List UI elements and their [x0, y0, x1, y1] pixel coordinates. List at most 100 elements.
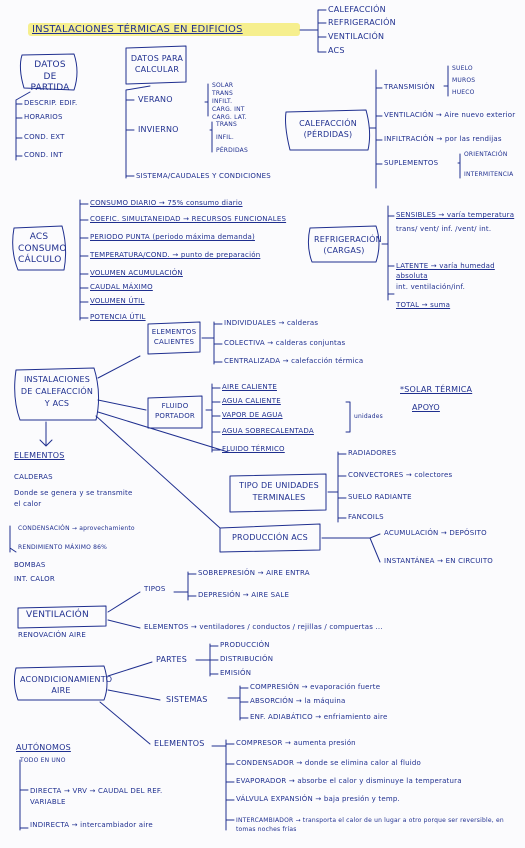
sistemas-label: SISTEMAS [166, 695, 208, 704]
acondicionamiento-label: ACONDICIONAMIENTO AIRE [20, 675, 113, 696]
sistemas-item: COMPRESIÓN → evaporación fuerte [250, 683, 381, 691]
datos-partida-item: COND. EXT [24, 133, 65, 141]
ventilacion-perdida: VENTILACIÓN → Aire nuevo exterior [384, 111, 516, 119]
unidades-item: FANCOILS [348, 513, 384, 521]
elementos-item: RENDIMIENTO MÁXIMO 86% [18, 544, 108, 551]
datos-partida-label: DATOS DE PARTIDA [30, 60, 70, 94]
elementos-calientes-item: CENTRALIZADA → calefacción térmica [224, 357, 364, 365]
ventilacion-tipos: TIPOS [144, 585, 166, 593]
partes-item: DISTRIBUCIÓN [220, 655, 274, 663]
tipo-unidades-label: TIPO DE UNIDADES TERMINALES [239, 481, 319, 502]
title-branch-refrigeracion: REFRIGERACIÓN [328, 18, 396, 27]
fluido-item: FLUIDO TÉRMICO [222, 445, 285, 453]
instalaciones-label: INSTALACIONES DE CALEFACCIÓN Y ACS [20, 375, 94, 408]
refrigeracion-label: REFRIGERACIÓN (CARGAS) [314, 235, 382, 256]
sensibles-label: SENSIBLES → varía temperatura [396, 211, 515, 219]
acond-elementos-item: EVAPORADOR → absorbe el calor y disminuy… [236, 777, 462, 785]
acond-elementos-label: ELEMENTOS [154, 739, 205, 748]
datos-partida-item: COND. INT [24, 151, 63, 159]
acs-item: COEFIC. SIMULTANEIDAD → RECURSOS FUNCION… [90, 215, 287, 223]
solar-termica-label: *SOLAR TÉRMICA [400, 385, 473, 394]
verano-item: INFILT. [212, 98, 233, 105]
ventilacion-tipo-item: SOBREPRESIÓN → AIRE ENTRA [198, 569, 310, 577]
acs-item: VOLUMEN ÚTIL [90, 297, 145, 305]
title-branch-ventilacion: VENTILACIÓN [328, 32, 385, 41]
ventilacion-sub: RENOVACIÓN AIRE [18, 631, 86, 639]
acond-elementos-item: VÁLVULA EXPANSIÓN → baja presión y temp. [236, 795, 400, 803]
elementos-calientes-item: COLECTIVA → calderas conjuntas [224, 339, 346, 347]
sensibles-sub: trans/ vent/ inf. /vent/ int. [396, 225, 492, 233]
acs-item: CONSUMO DIARIO → 75% consumo diario [90, 199, 243, 207]
unidades-item: CONVECTORES → colectores [348, 471, 453, 479]
acs-label: ACS CONSUMO CÁLCULO [18, 232, 67, 266]
acs-item: VOLUMEN ACUMULACIÓN [90, 269, 183, 277]
ventilacion-label: VENTILACIÓN [26, 610, 89, 620]
invierno-item: TRANS [216, 121, 237, 128]
infiltracion-perdida: INFILTRACIÓN → por las rendijas [384, 135, 502, 143]
elementos-calientes-item: INDIVIDUALES → calderas [224, 319, 319, 327]
autonomos-sub: TODO EN UNO [20, 757, 66, 764]
fluido-item: AGUA SOBRECALENTADA [222, 427, 314, 435]
acond-elementos-item: COMPRESOR → aumenta presión [236, 739, 356, 747]
datos-partida-item: DESCRIP. EDIF. [24, 99, 78, 107]
autonomos-indirecta: INDIRECTA → intercambiador aire [30, 821, 153, 829]
produccion-acs-label: PRODUCCIÓN ACS [232, 533, 308, 542]
unidades-item: RADIADORES [348, 449, 397, 457]
autonomos-directa: DIRECTA → VRV → CAUDAL DEL REF. VARIABLE [30, 787, 163, 806]
suplementos-label: SUPLEMENTOS [384, 159, 439, 167]
fluido-item: AIRE CALIENTE [222, 383, 277, 391]
fluido-note: unidades [354, 413, 383, 420]
fluido-item: VAPOR DE AGUA [222, 411, 283, 419]
autonomos-label: AUTÓNOMOS [16, 743, 71, 752]
partes-item: PRODUCCIÓN [220, 641, 270, 649]
acs-item: POTENCIA ÚTIL [90, 313, 146, 321]
transmision-item: MUROS [452, 77, 476, 84]
sistemas-item: ENF. ADIABÁTICO → enfriamiento aire [250, 713, 388, 721]
fluido-item: AGUA CALIENTE [222, 397, 281, 405]
invierno-item: PÉRDIDAS [216, 147, 248, 154]
verano-item: CARG. INT [212, 106, 245, 113]
acond-elementos-item: CONDENSADOR → donde se elimina calor al … [236, 759, 421, 767]
partes-item: EMISIÓN [220, 669, 252, 677]
total-label: TOTAL → suma [396, 301, 451, 309]
ventilacion-tipo-item: DEPRESIÓN → AIRE SALE [198, 591, 290, 599]
acs-item: PERIODO PUNTA (periodo máxima demanda) [90, 233, 255, 241]
transmision-item: HUECO [452, 89, 475, 96]
elementos-item: INT. CALOR [14, 575, 55, 583]
page-title: INSTALACIONES TÉRMICAS EN EDIFICIOS [32, 24, 243, 35]
solar-apoyo: APOYO [412, 403, 440, 412]
elementos-item: CONDENSACIÓN → aprovechamiento [18, 525, 135, 532]
transmision-item: SUELO [452, 65, 473, 72]
latente-sub: int. ventilación/inf. [396, 283, 466, 291]
elementos-calientes-label: ELEMENTOS CALIENTES [151, 328, 197, 346]
acs-item: CAUDAL MÁXIMO [90, 283, 153, 291]
latente-label: LATENTE → varía humedad absoluta [396, 262, 495, 280]
invierno-item: INFIL. [216, 134, 234, 141]
produccion-item: ACUMULACIÓN → DEPÓSITO [384, 529, 487, 537]
title-branch-calefaccion: CALEFACCIÓN [328, 5, 386, 14]
acs-item: TEMPERATURA/COND. → punto de preparación [90, 251, 261, 259]
suplementos-item: ORIENTACIÓN [464, 151, 508, 158]
transmision-label: TRANSMISIÓN [384, 83, 435, 91]
elementos-item: CALDERAS [14, 473, 53, 481]
suplementos-item: INTERMITENCIA [464, 171, 514, 178]
title-highlight [28, 23, 300, 36]
verano-label: VERANO [138, 95, 173, 104]
calefaccion-label: CALEFACCIÓN (PÉRDIDAS) [299, 119, 357, 140]
datos-partida-item: HORARIOS [24, 113, 63, 121]
elementos-label: ELEMENTOS [14, 451, 65, 460]
verano-item: CARG. LAT. [212, 114, 247, 121]
sistema-label: SISTEMA/CAUDALES Y CONDICIONES [136, 172, 271, 180]
unidades-item: SUELO RADIANTE [348, 493, 412, 501]
title-branch-acs: ACS [328, 46, 345, 55]
elementos-item: BOMBAS [14, 561, 46, 569]
invierno-label: INVIERNO [138, 125, 179, 134]
acond-elementos-item: INTERCAMBIADOR → transporta el calor de … [236, 817, 504, 833]
fluido-portador-label: FLUIDO PORTADOR [155, 402, 195, 420]
verano-item: TRANS [212, 90, 233, 97]
datos-calcular-label: DATOS PARA CALCULAR [130, 54, 184, 74]
ventilacion-elementos: ELEMENTOS → ventiladores / conductos / r… [144, 623, 383, 631]
verano-item: SOLAR [212, 82, 234, 89]
